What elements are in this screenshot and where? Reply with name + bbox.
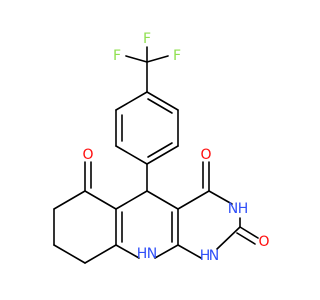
- bond-c4-n3: [208, 190, 233, 205]
- hydrogen-atom-upper: H: [238, 201, 249, 217]
- bond-c2-n1: [216, 226, 241, 250]
- bond-c6-c7: [53, 190, 86, 210]
- nitrogen-atom-bridge: N: [147, 246, 157, 262]
- bond-n1-c10a: [177, 244, 202, 259]
- hydrogen-atom-lower: H: [200, 248, 211, 264]
- bond-c2-o: [239, 226, 259, 239]
- bond-ph-inner-2: [147, 142, 173, 158]
- fluorine-atom-top: F: [143, 31, 151, 47]
- bond-c5-c4a: [146, 190, 179, 210]
- nitrogen-atom-upper: N: [228, 201, 238, 217]
- oxygen-atom-upper: O: [200, 147, 211, 163]
- bond-c8-c9: [53, 244, 86, 264]
- bond-c2-o-double: [236, 232, 256, 245]
- bond-ph-4: [115, 145, 148, 165]
- bond-ph-inner-1: [147, 98, 173, 114]
- bond-c9-c9a: [84, 244, 117, 264]
- fluorine-atom-right: F: [173, 48, 181, 64]
- bond-ph-6: [115, 91, 148, 111]
- oxygen-atom-lower: O: [258, 234, 269, 250]
- bond-ph-3: [146, 145, 179, 165]
- bond-c5a-c5: [115, 190, 148, 210]
- molecule-structure: F F F O O O N H N H N H: [53, 31, 270, 264]
- atom-labels: F F F O O O N H N H N H: [82, 31, 269, 264]
- bond-c10a-n10: [154, 244, 179, 259]
- nitrogen-atom-lower: N: [209, 248, 219, 264]
- hydrogen-atom-bridge: H: [137, 246, 148, 262]
- bonds: [53, 46, 259, 264]
- bond-c-f-left: [125, 55, 148, 63]
- bond-c5a-c6: [84, 190, 117, 210]
- bond-ph-1: [146, 91, 179, 111]
- molecule-diagram: F F F O O O N H N H N H: [53, 31, 270, 264]
- oxygen-atom-ketone: O: [82, 147, 93, 163]
- bond-c-f-right: [146, 55, 169, 63]
- bond-c4a-c4: [177, 190, 210, 210]
- bond-n10-c9a: [115, 244, 140, 259]
- fluorine-atom-left: F: [113, 48, 121, 64]
